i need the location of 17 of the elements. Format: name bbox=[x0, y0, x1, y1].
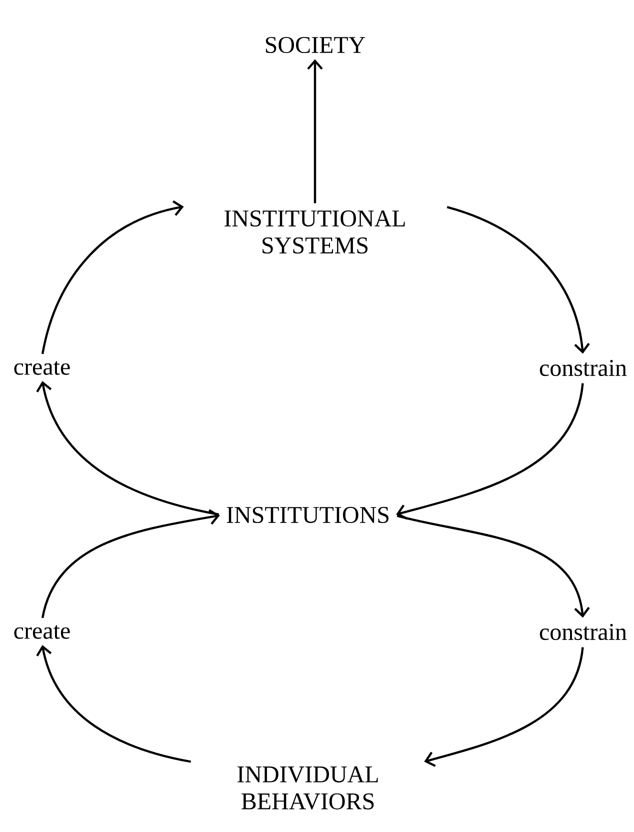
arrow bbox=[41, 509, 220, 618]
arrow bbox=[36, 381, 220, 516]
arrow bbox=[36, 645, 192, 763]
term-label: INDIVIDUAL BEHAVIORS bbox=[238, 766, 378, 810]
term-label: INSTITUTIONAL SYSTEMS bbox=[224, 210, 405, 254]
arrow bbox=[446, 206, 590, 354]
term-label: INSTITUTIONS bbox=[226, 506, 388, 524]
verb-label: create bbox=[14, 625, 70, 639]
term-label: SOCIETY bbox=[266, 36, 366, 54]
verb-label: constrain bbox=[540, 624, 627, 640]
verb-label: constrain bbox=[540, 360, 627, 376]
arrow bbox=[41, 200, 184, 354]
arrow bbox=[424, 647, 584, 767]
verb-label: create bbox=[14, 361, 70, 375]
arrow bbox=[396, 514, 590, 618]
arrow bbox=[396, 383, 584, 520]
arrow bbox=[307, 59, 323, 204]
